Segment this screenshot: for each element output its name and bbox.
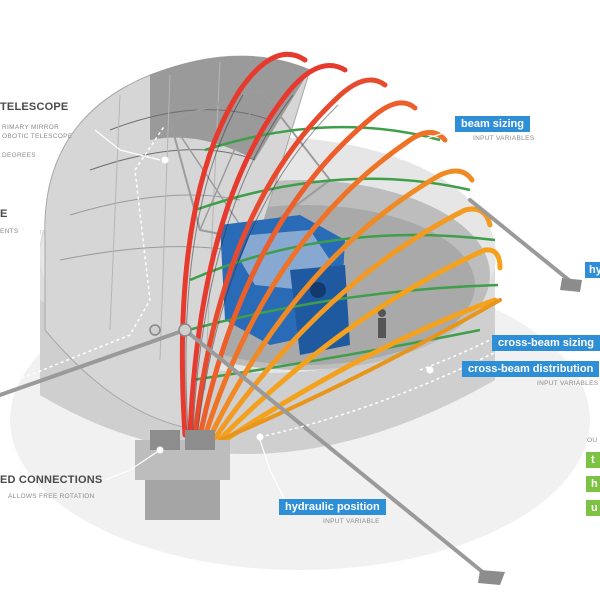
telescope-sub-1: RIMARY MIRROR bbox=[2, 124, 60, 131]
telescope-title: TELESCOPE bbox=[0, 101, 69, 113]
piston-foot-right bbox=[560, 278, 582, 292]
cross-beam-distribution-tag: cross-beam distribution bbox=[462, 361, 600, 377]
green-tag-u: u bbox=[586, 500, 600, 516]
guide-dot bbox=[256, 433, 264, 441]
guide-dot bbox=[426, 366, 434, 374]
green-tag-h: h bbox=[586, 476, 600, 492]
person-figure-icon bbox=[378, 309, 386, 338]
left-sub: ENTS bbox=[0, 228, 19, 235]
cross-beam-sizing-tag: cross-beam sizing bbox=[492, 335, 600, 351]
piston-joint-upper bbox=[149, 324, 161, 336]
guide-dot bbox=[161, 156, 169, 164]
out-sub: OU bbox=[587, 437, 598, 444]
guide-dot bbox=[156, 446, 164, 454]
telescope-sub-3: DEGREES bbox=[2, 152, 36, 159]
hydraulic-position-tag: hydraulic position bbox=[279, 499, 386, 515]
arch-inner-rails bbox=[185, 94, 339, 431]
hy-tag: hy bbox=[585, 262, 600, 278]
telescope-sub-2: OBOTIC TELESCOPE bbox=[2, 133, 73, 140]
connections-title: ED CONNECTIONS bbox=[0, 474, 103, 486]
leader-lines bbox=[24, 129, 456, 511]
beam-sizing-tag: beam sizing bbox=[455, 116, 530, 132]
piston-foot-front bbox=[478, 570, 505, 585]
hinge-icon bbox=[135, 430, 230, 520]
left-title: E bbox=[0, 208, 8, 220]
green-tag-t: t bbox=[586, 452, 600, 468]
cross-beam-sub: INPUT VARIABLES bbox=[537, 380, 599, 387]
connections-sub: ALLOWS FREE ROTATION bbox=[8, 493, 95, 500]
hydraulic-sub: INPUT VARIABLE bbox=[323, 518, 380, 525]
piston-joint bbox=[178, 323, 192, 337]
beam-sizing-sub: INPUT VARIABLES bbox=[473, 135, 535, 142]
hydraulic-piston-icon bbox=[0, 198, 577, 580]
